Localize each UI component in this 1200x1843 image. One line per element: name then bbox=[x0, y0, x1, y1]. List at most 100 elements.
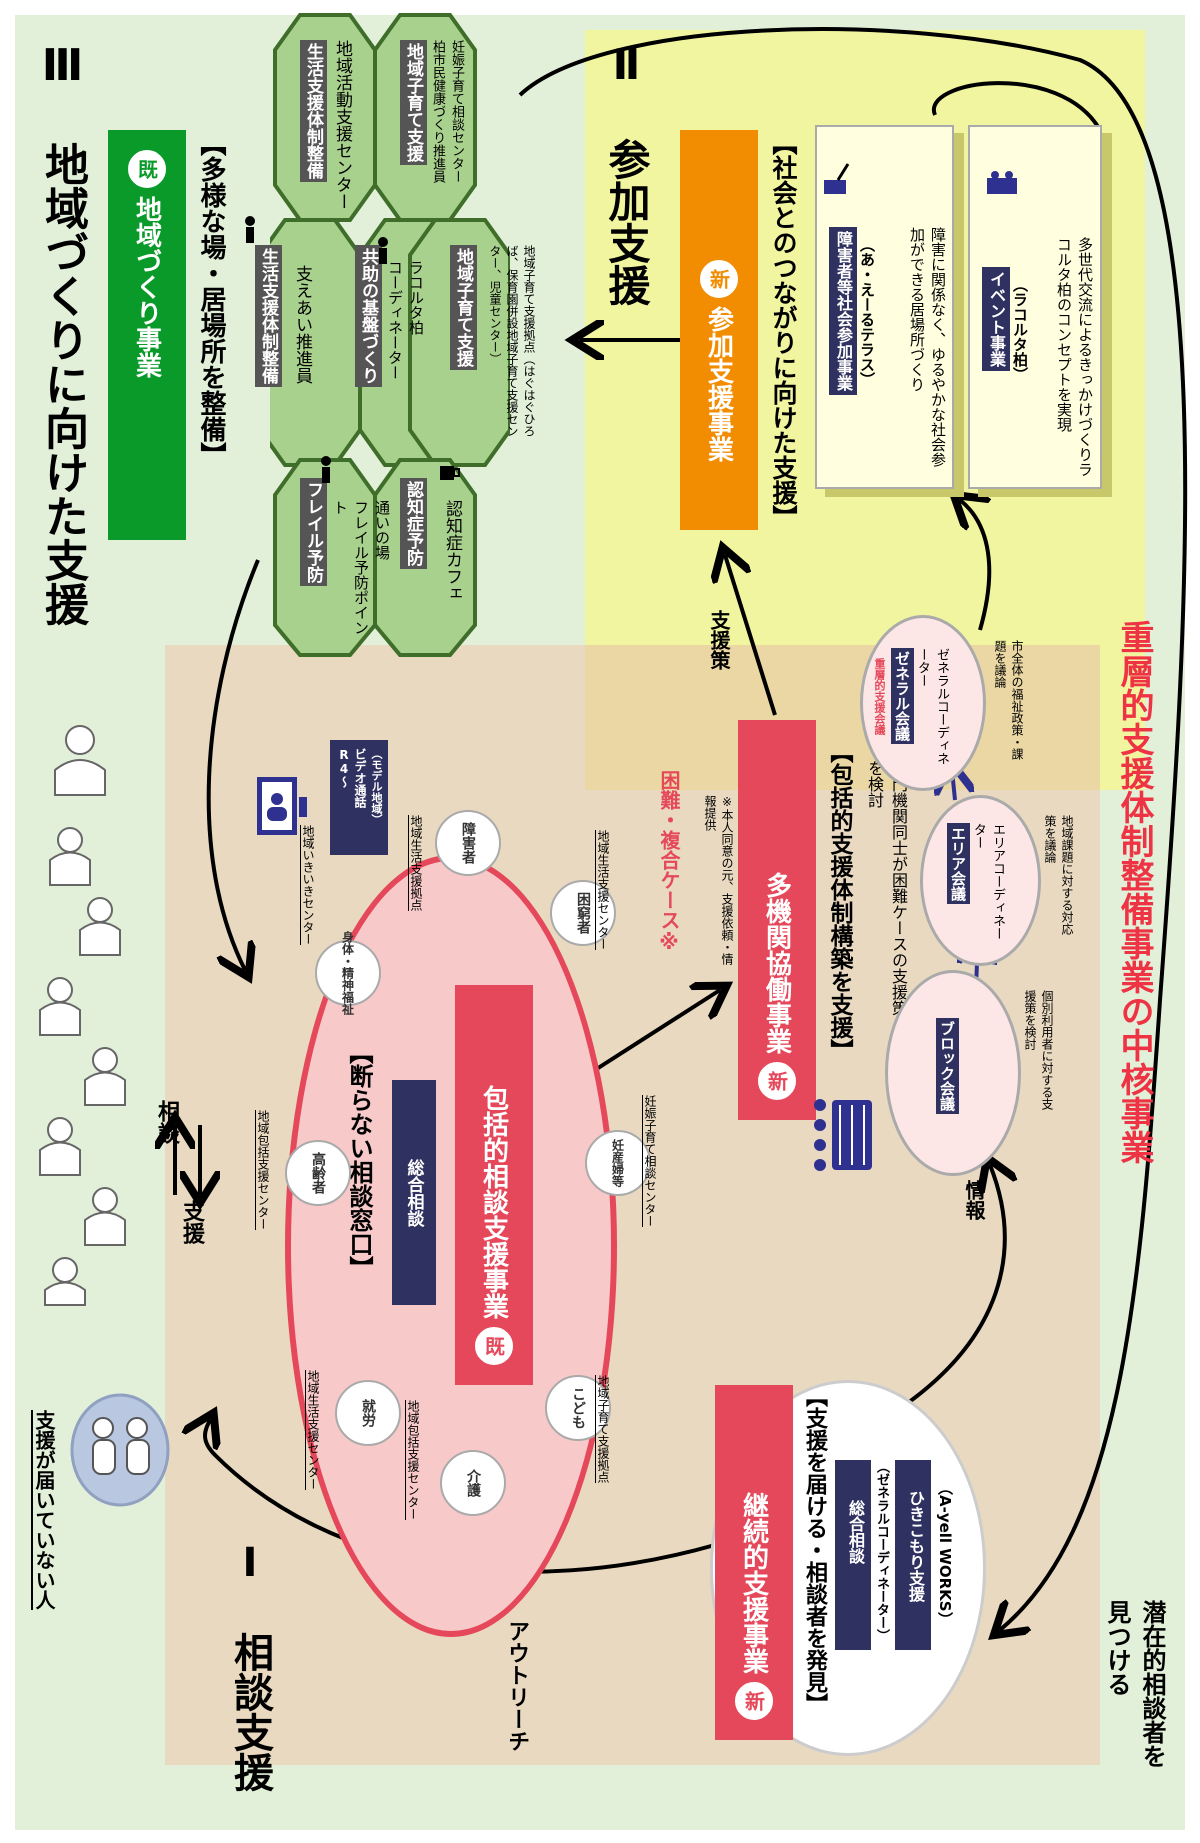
center-employment: 就労 bbox=[335, 1380, 401, 1446]
video-line1: R4～ bbox=[337, 748, 351, 788]
center-poverty: 困窮者 bbox=[550, 880, 616, 946]
center-care: 介護 bbox=[440, 1450, 506, 1516]
participation-name: 参加支援事業 bbox=[703, 306, 734, 462]
community-to-consult-arrow bbox=[206, 559, 260, 970]
person-icon-1 bbox=[245, 216, 255, 243]
overlap-panel bbox=[585, 645, 1100, 790]
card1-desc: 障害に関係なく、ゆるやかな社会参加ができる居場所づくり bbox=[908, 227, 947, 467]
label-seikatsu-kyoten: 地域生活支援拠点 bbox=[409, 815, 423, 911]
continuous-item-4: （A-yell WORKS） bbox=[936, 1480, 954, 1627]
complex-case-label: 困難・複合ケース※ bbox=[657, 770, 681, 954]
latent-label: 潜在的相談者を見つける bbox=[1103, 1600, 1166, 1768]
block-meeting: ブロック会議 bbox=[885, 970, 1021, 1176]
people-illustrations bbox=[39, 725, 126, 1306]
hex6-tag: フレイル予防 bbox=[300, 478, 327, 586]
general-meeting-desc: 市全体の福祉政策・課題を議論 bbox=[993, 640, 1024, 760]
center-disabled: 障害者 bbox=[435, 810, 501, 876]
community-badge: 既 bbox=[128, 150, 166, 188]
person-icon-3 bbox=[321, 456, 331, 483]
unreached-label: 支援が届いていない人 bbox=[32, 1410, 56, 1610]
area-meeting-role: エリアコーディネーター bbox=[971, 823, 1005, 940]
person-icon-2 bbox=[378, 237, 388, 264]
continuous-general-box: 総合相談 bbox=[835, 1460, 871, 1650]
multiagency-band: 多機関協働事業 新 bbox=[738, 720, 816, 1120]
area-meeting: エリア会議 エリアコーディネーター bbox=[920, 795, 1041, 966]
outreach-arrow bbox=[205, 1420, 716, 1574]
hex6-text: 通いの場 フレイル予防ポイント bbox=[331, 500, 391, 635]
continuous-item-3: ひきこもり支援 bbox=[906, 1490, 925, 1602]
label-ikiiki: 地域いきいきセンター bbox=[301, 825, 315, 945]
hex5-tag: 地域子育て支援 bbox=[450, 245, 477, 370]
multiagency-name: 多機関協働事業 bbox=[761, 872, 792, 1054]
unreached-person-icon bbox=[70, 1393, 170, 1507]
center-children: こども bbox=[545, 1375, 611, 1441]
group-people-icon bbox=[814, 1099, 872, 1171]
hex4-text: ラコルタ柏 コーディネーター bbox=[386, 260, 425, 380]
multiagency-to-participation-arrow bbox=[725, 555, 777, 716]
general-to-card-arrow bbox=[960, 500, 992, 631]
multiagency-subtitle: 【包括的支援体制構築を支援】 bbox=[826, 740, 852, 1062]
center-elderly: 高齢者 bbox=[285, 1140, 351, 1206]
comprehensive-name: 包括的相談支援事業 bbox=[478, 1085, 509, 1319]
hex7-tag: 認知症予防 bbox=[400, 478, 427, 569]
event-icon bbox=[987, 171, 1017, 194]
community-subtitle: 【多様な場・居場所を整備】 bbox=[196, 130, 226, 468]
consult-label: 相談 bbox=[154, 1100, 179, 1144]
label-ninshin: 妊娠子育て相談センター bbox=[643, 1095, 657, 1227]
hex1-text: 地域活動支援センター bbox=[332, 40, 352, 210]
consult-to-multiagency-arrow bbox=[593, 990, 720, 1072]
center-pregnant: 妊産婦等 bbox=[585, 1130, 651, 1196]
hex7-text: 認知症カフェ bbox=[442, 500, 462, 602]
hex3-text: 支えあい推進員 bbox=[292, 265, 312, 384]
comprehensive-general: 総合相談 bbox=[392, 1080, 436, 1305]
info-label: 情報 bbox=[962, 1180, 986, 1220]
support-label: 支援 bbox=[179, 1200, 204, 1244]
label-chiiki-houkatsu-1: 地域包括支援センター bbox=[256, 1110, 270, 1230]
card1-sub: （あ・えーるテラス） bbox=[858, 237, 876, 387]
label-kosodate-kyoten: 地域子育て支援拠点 bbox=[596, 1375, 610, 1483]
card-loop-arrow bbox=[931, 81, 1102, 131]
comprehensive-badge: 既 bbox=[475, 1327, 513, 1365]
art-icon bbox=[824, 163, 850, 194]
card2-sub: （ラコルタ柏） bbox=[1011, 277, 1029, 382]
card2-desc: 多世代交流によるきっかけづくりラコルタ柏のコンセプトを実現 bbox=[1055, 237, 1094, 477]
continuous-hikikomori-box: ひきこもり支援 bbox=[895, 1460, 931, 1650]
continuous-item-2: （ゼネラルコーディネーター） bbox=[874, 1460, 889, 1642]
section3-title: Ⅲ 地域づくりに向けた支援 bbox=[37, 40, 88, 626]
general-meeting-role: ゼネラルコーディネーター bbox=[915, 648, 949, 765]
card1-title: 障害者等社会参加事業 bbox=[829, 227, 857, 395]
card2-title: イベント事業 bbox=[982, 267, 1010, 371]
video-call-icon bbox=[257, 777, 307, 835]
continuous-band: 継続的支援事業 新 bbox=[715, 1385, 793, 1740]
outer-loop-arrow bbox=[518, 27, 1188, 1630]
general-meeting-top: 重層的支援会議 bbox=[873, 658, 886, 735]
label-seikatsu-center: 地域生活支援センター bbox=[596, 830, 610, 950]
continuous-item-1: 総合相談 bbox=[846, 1500, 865, 1564]
community-name: 地域づくり事業 bbox=[131, 196, 162, 378]
core-title: 重層的支援体制整備事業の中核事業 bbox=[1114, 620, 1154, 1164]
multiagency-desc: 専門機関同士が困難ケースの支援策を検討 bbox=[865, 760, 908, 1016]
block-meeting-desc: 個別利用者に対する支援策を検討 bbox=[1023, 990, 1054, 1110]
hex2-text: 妊娠子育て相談センター 柏市民健康づくり推進員 bbox=[430, 40, 464, 183]
participation-subtitle: 【社会とのつながりに向けた支援】 bbox=[769, 130, 798, 530]
outreach-label: アウトリーチ bbox=[504, 1620, 529, 1752]
multiagency-badge: 新 bbox=[758, 1062, 796, 1100]
general-meeting-name: ゼネラル会議 bbox=[891, 648, 914, 744]
center-disability-welfare: 身体・精神福祉 bbox=[315, 931, 381, 1015]
info-arrow bbox=[903, 1165, 1005, 1407]
hex5-text: 地域子育て支援拠点（はぐはぐひろば、保育園併設地域子育て支援センター、児童センタ… bbox=[488, 245, 536, 437]
comprehensive-subtitle: 【断らない相談窓口】 bbox=[345, 1040, 373, 1280]
cup-icon bbox=[440, 466, 460, 480]
continuous-name: 継続的支援事業 bbox=[738, 1492, 769, 1674]
block-meeting-name: ブロック会議 bbox=[936, 1018, 959, 1114]
video-call-box: R4～ ビデオ通話 （モデル地域） bbox=[330, 740, 388, 855]
hex4-tag: 共助の基盤づくり bbox=[355, 245, 382, 387]
support-policy-label: 支援策 bbox=[707, 610, 731, 670]
community-project-band: 既 地域づくり事業 bbox=[108, 130, 186, 540]
participation-project-band: 新 参加支援事業 bbox=[680, 130, 758, 530]
comprehensive-band: 包括的相談支援事業 既 bbox=[455, 985, 533, 1385]
area-meeting-name: エリア会議 bbox=[947, 823, 970, 904]
general-meeting: 重層的支援会議 ゼネラル会議 ゼネラルコーディネーター bbox=[860, 615, 986, 791]
area-meeting-desc: 地域課題に対する対応策を議論 bbox=[1043, 815, 1074, 935]
hex2-tag: 地域子育て支援 bbox=[400, 40, 427, 165]
